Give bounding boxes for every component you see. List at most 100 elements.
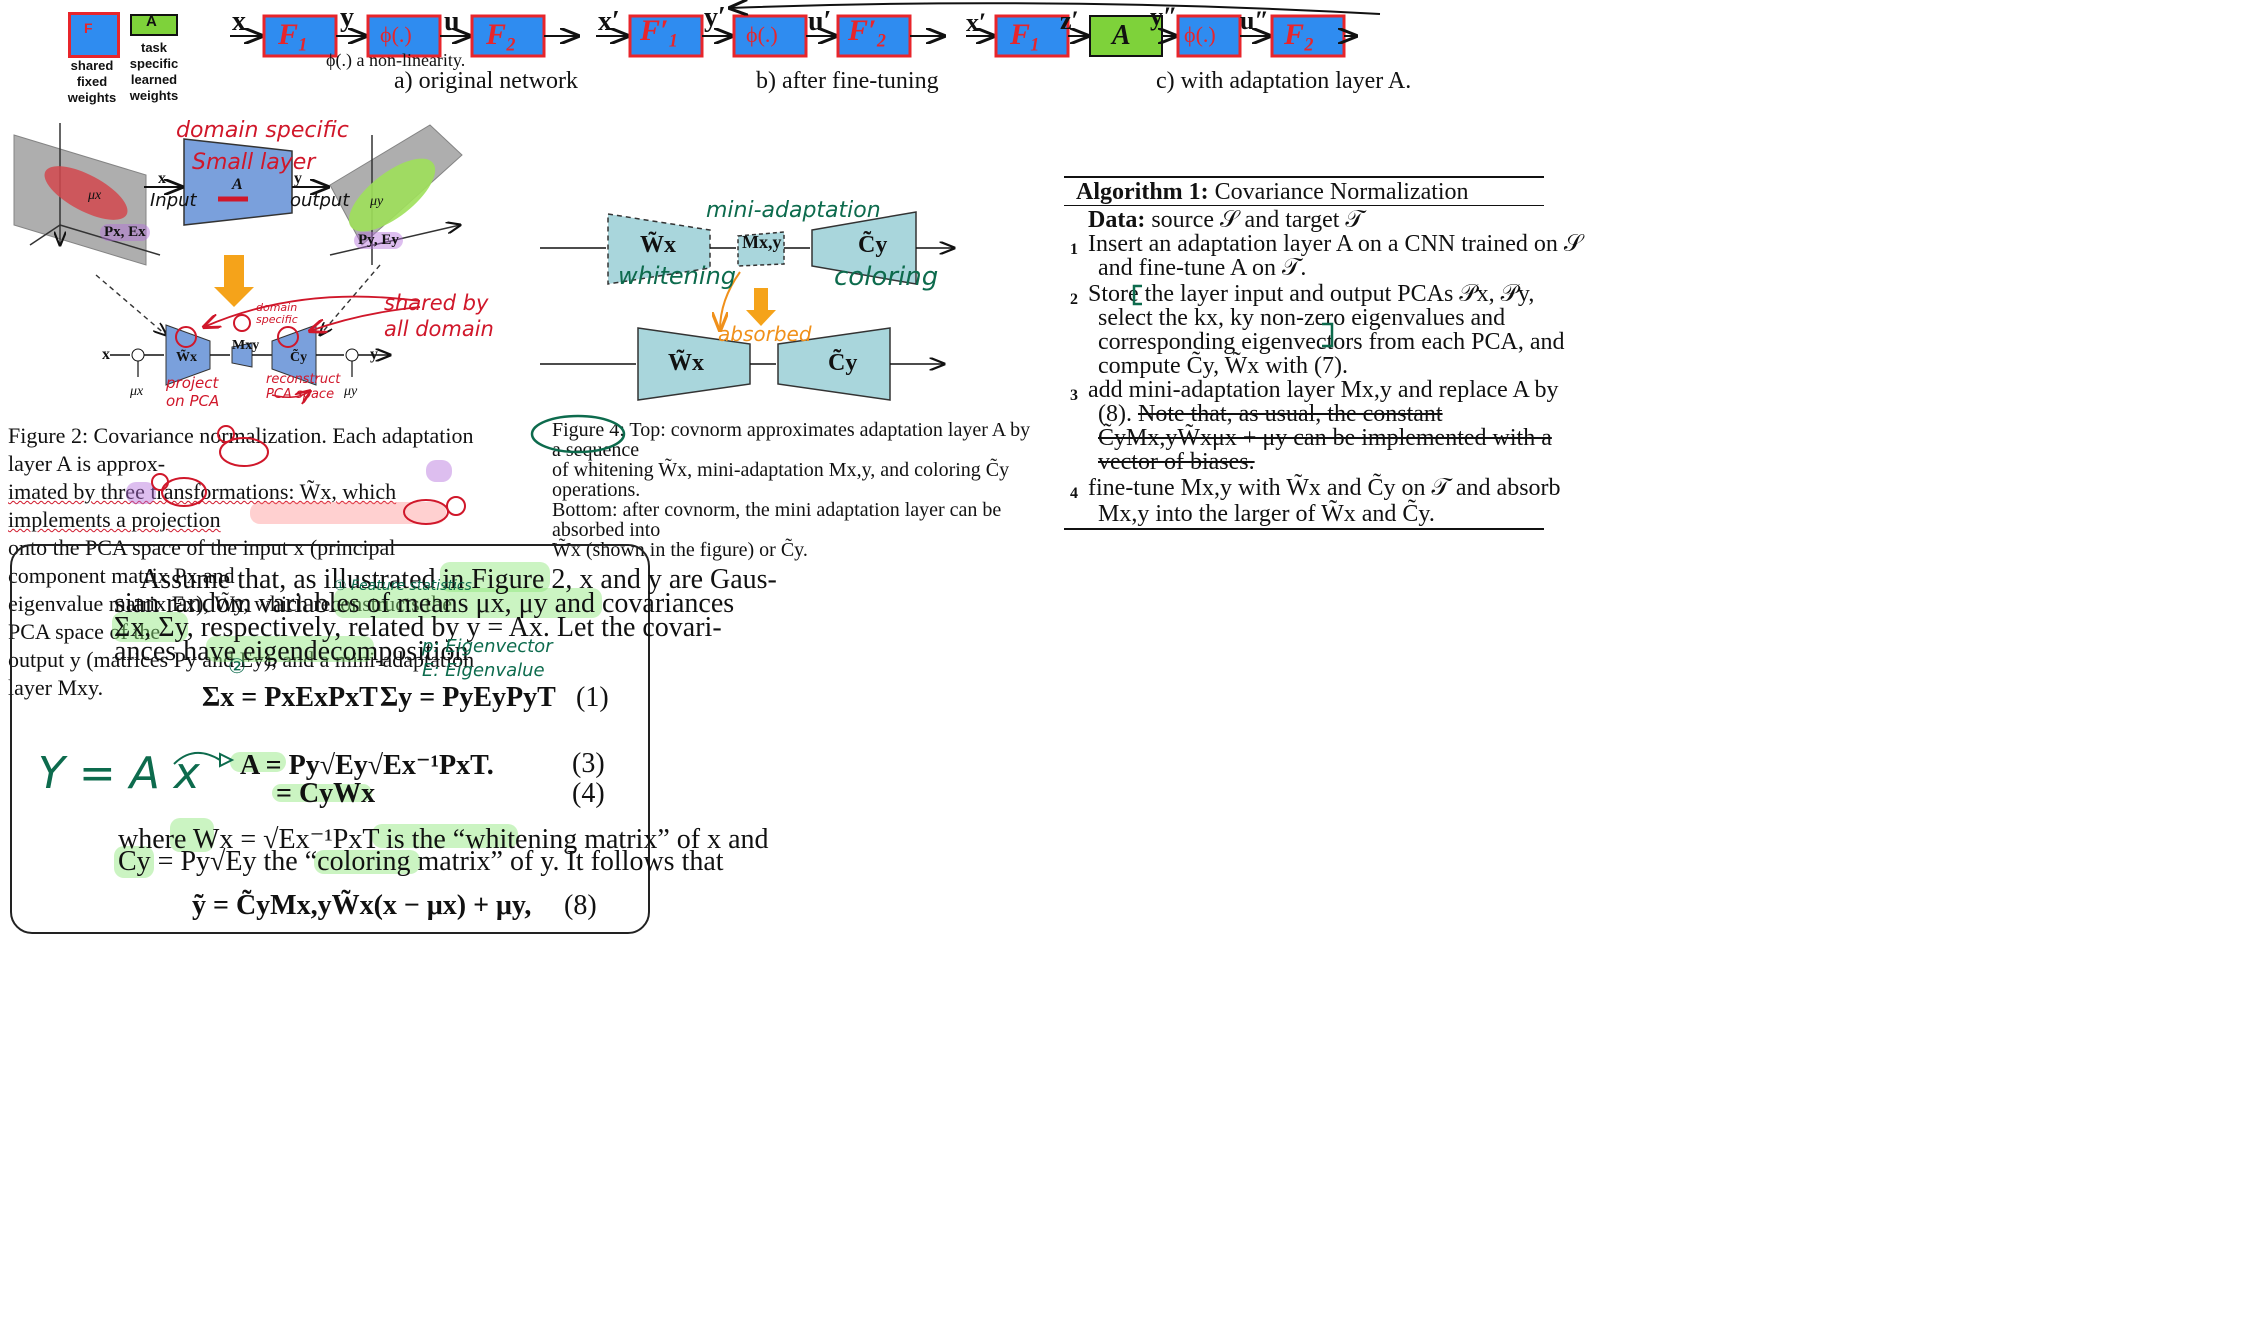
algorithm-step-3-num: 3 (1070, 387, 1078, 404)
fig4-top-mxy-label: Mx,y (742, 232, 782, 252)
textbox-para-line-1: Assume that, as illustrated in Figure 2,… (140, 564, 777, 595)
fig4-note-whitening: whitening (618, 262, 737, 290)
pipeline-a-u: u (444, 6, 460, 37)
fig2-small-layer (183, 138, 293, 226)
textbox-eq3: A = Py√Ey√Ex⁻¹PxT. (240, 750, 494, 781)
fig4-caption-line-3: Bottom: after covnorm, the mini adaptati… (552, 499, 1002, 541)
pipeline-a-nonlinearity-note: ϕ(.) a non-linearity. (326, 50, 466, 70)
fig2-label-cy: C̃y (290, 350, 308, 365)
textbox-note-p: p: Eigenvector (422, 636, 553, 657)
fig2-label-A: A (232, 176, 243, 193)
fig2-label-muy-bottom: μy (344, 384, 358, 399)
fig2-diagram (13, 123, 720, 415)
algorithm-data-rest: source 𝒮 and target 𝒯 (1151, 207, 1364, 233)
notes-textbox (10, 544, 650, 934)
fig2-output-ellipse (348, 158, 436, 232)
pipeline-c-a-box (1089, 15, 1163, 57)
pipeline-c-a: A (1112, 20, 1131, 51)
pipeline-c-f2-box (1270, 14, 1346, 58)
pipeline-c-y: y″ (1150, 2, 1178, 31)
fig2-note-project-pca: project on PCA (166, 374, 220, 410)
fig4-top-wx-block (607, 213, 711, 285)
textbox-note-e: E: Eigenvalue (422, 660, 545, 681)
fig2-label-input: Input (150, 190, 197, 211)
pipeline-a-y: y (340, 2, 354, 33)
legend-task-box (130, 14, 178, 36)
algorithm-title-bold: Algorithm 1: (1076, 179, 1209, 205)
fig2-px-highlight (426, 460, 452, 482)
fig2-label-mux-bottom: μx (130, 384, 144, 399)
pipeline-a-f2: F₂ (486, 18, 517, 51)
textbox-hl-coloring (314, 850, 420, 874)
fig4-diagram (540, 211, 1060, 401)
textbox-hl-whitening (372, 824, 518, 848)
pipeline-b-x: x′ (598, 6, 620, 37)
fig4-bottom-cy-block (777, 327, 891, 401)
fig4-caption-line-1: Figure 4: Top: covnorm approximates adap… (552, 419, 1031, 461)
textbox-hl-cw (272, 784, 372, 802)
fig4-bottom-wx-block (637, 327, 751, 401)
textbox-eq1-left: Σx = PxExPxT (202, 682, 378, 713)
pipeline-b-f1: F′₁ (640, 14, 679, 47)
algorithm-step-2-line-1: Store the layer input and output PCAs 𝒫x… (1088, 281, 1535, 307)
fig2-caption: Figure 2: Covariance normalization. Each… (8, 422, 488, 702)
algorithm-title: Algorithm 1: Covariance Normalization (1076, 176, 1469, 208)
textbox-eq8: ỹ = C̃yMx,yW̃x(x − μx) + μy, (192, 890, 532, 921)
algorithm-step-3-line-1: add mini-adaptation layer Mx,y and repla… (1088, 377, 1559, 403)
fig2-mini-adaptation-highlight (250, 502, 446, 524)
textbox-eq4-number: (4) (572, 778, 605, 809)
textbox-hl-means (334, 588, 602, 618)
pipeline-c-phi: ϕ(.) (1184, 22, 1216, 47)
fig2-label-px-ex: Px, Ex (100, 224, 150, 241)
fig2-note-reconstruct: reconstruct PCA space (266, 372, 341, 402)
fig4-bottom-wx-label: W̃x (668, 350, 704, 376)
algorithm-step-2-num: 2 (1070, 291, 1078, 308)
algorithm-step-2-line-4: compute C̃y, W̃x with (7). (1098, 353, 1348, 379)
algorithm-step-3-line-4: vector of biases. (1098, 449, 1255, 475)
textbox-eq1-number: (1) (576, 682, 609, 713)
textbox-para-line-5: where Wx = √Ex⁻¹PxT is the “whitening ma… (118, 824, 769, 855)
pipeline-c-x: x′ (966, 8, 987, 37)
pipeline-b-y: y′ (704, 2, 726, 33)
algorithm-top-rule (1064, 176, 1544, 178)
pipeline-b-phi: ϕ(.) (746, 22, 778, 47)
legend-shared-symbol: F (84, 20, 93, 36)
algorithm-step-1-num: 1 (1070, 241, 1078, 258)
textbox-eq3-number: (3) (572, 748, 605, 779)
fig4-note-coloring: coloring (834, 262, 939, 292)
pipeline-b-u: u′ (808, 6, 832, 37)
fig2-label-wx: W̃x (176, 350, 197, 365)
textbox-para-line-2: sian random variables of means μx, μy an… (114, 588, 735, 619)
pipeline-c-caption: c) with adaptation layer A. (1156, 68, 1412, 94)
fig2-label-mxy: Mxy (232, 338, 260, 353)
fig4-note-absorbed: absorbed (718, 322, 812, 346)
algorithm-data: Data: source 𝒮 and target 𝒯 (1088, 204, 1364, 236)
fig4-caption: Figure 4: Top: covnorm approximates adap… (552, 420, 1032, 560)
fig4-orange-arrow (746, 310, 776, 326)
algorithm-data-bold: Data: (1088, 207, 1146, 233)
fig2-caption-circles (151, 425, 466, 525)
pipeline-a-f1: F₁ (278, 18, 309, 51)
algorithm-step-3-line-2: (8). Note that, as usual, the constant (1098, 398, 1443, 430)
pipeline-a-phi: ϕ(.) (380, 22, 412, 47)
fig4-caption-circle (530, 414, 626, 454)
fig2-note-shared-all: shared by all domain (384, 291, 494, 341)
fig2-note-small-layer: Small layer (192, 150, 316, 175)
algorithm-step-3-ref: (8). (1098, 401, 1132, 427)
fig4-top-cy-block (811, 211, 917, 285)
pipeline-b-f2: F′₂ (848, 14, 887, 47)
fig2-orange-arrow (214, 287, 254, 307)
fig2-label-py-ey: Py, Ey (354, 232, 403, 249)
textbox-hl-A (230, 752, 286, 772)
fig2-label-output: output (290, 190, 350, 211)
pipeline-a-x: x (232, 6, 246, 37)
textbox-note-arrow (173, 752, 235, 768)
pipeline-c-z: z′ (1060, 6, 1079, 35)
algorithm-title-rule (1064, 205, 1544, 206)
algorithm-title-rest: Covariance Normalization (1214, 179, 1469, 205)
pipeline-c-u: u″ (1240, 6, 1269, 35)
fig2-caption-line-1: Figure 2: Covariance normalization. Each… (8, 423, 474, 476)
fig2-caption-line-3: onto the PCA space of the input x (princ… (8, 535, 396, 588)
fig2-label-x-top: x (158, 170, 166, 187)
algorithm-step-4-line-1: fine-tune Mx,y with W̃x and C̃y on 𝒯 and… (1088, 475, 1561, 501)
